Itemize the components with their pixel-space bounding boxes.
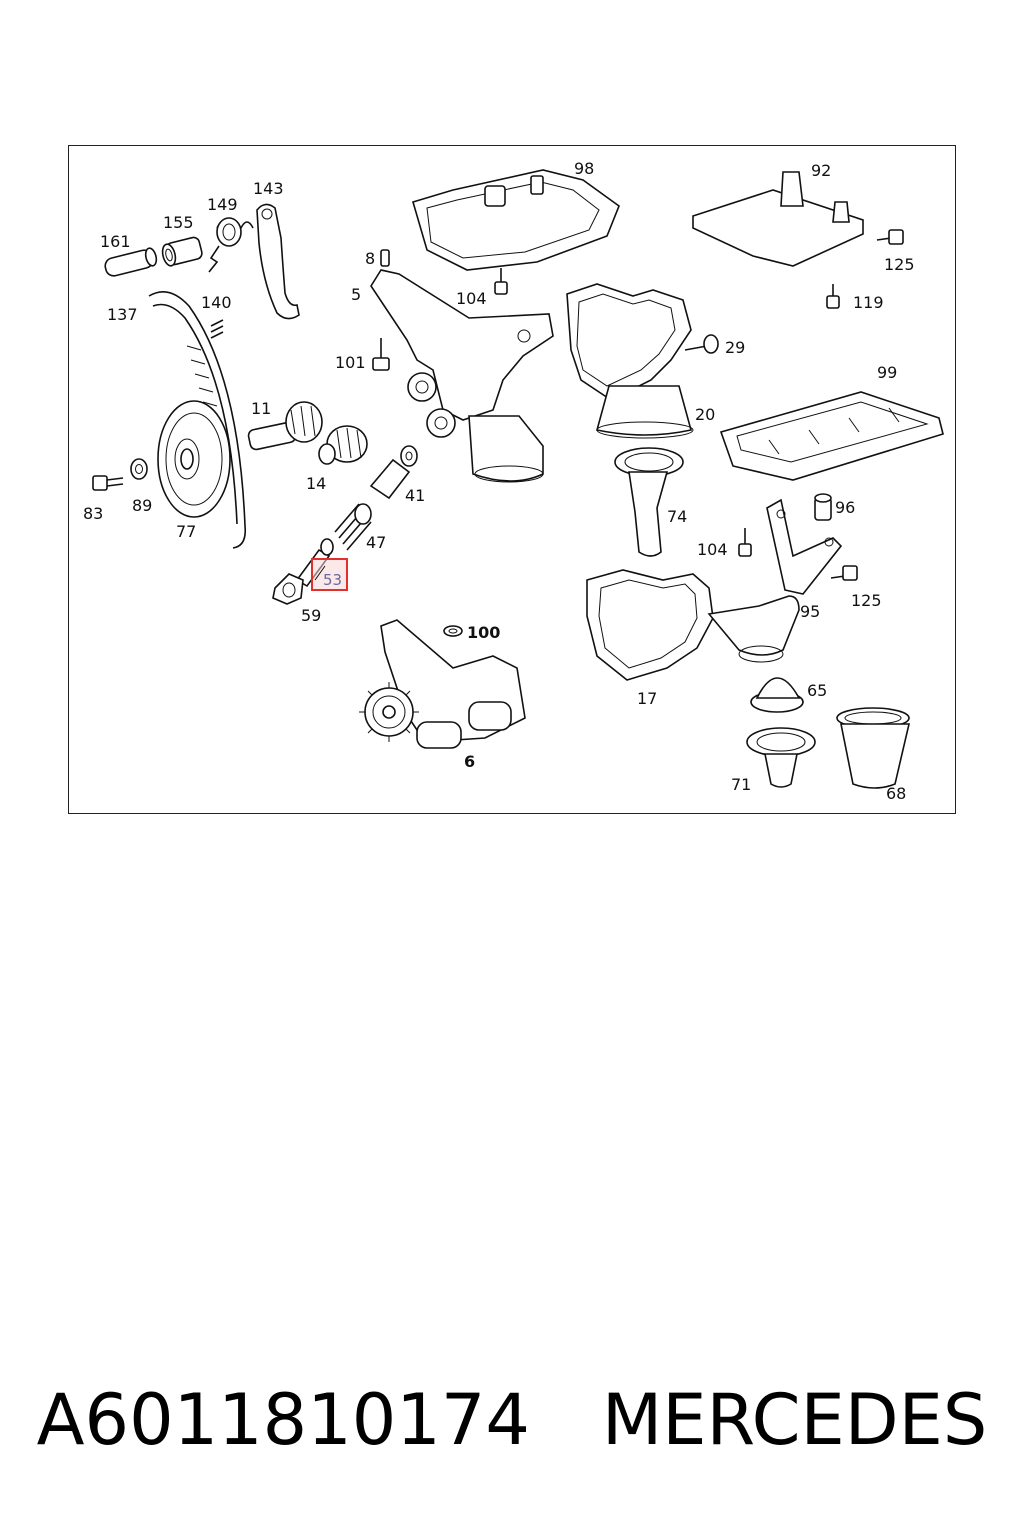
label-65: 65	[807, 681, 827, 700]
label-14: 14	[306, 474, 326, 493]
label-104-top: 104	[456, 289, 487, 308]
label-104-bottom: 104	[697, 540, 728, 559]
label-6: 6	[464, 752, 475, 771]
part-125a-drawing	[876, 229, 904, 245]
label-20: 20	[695, 405, 715, 424]
part-5-drawing	[370, 269, 554, 483]
part-89-drawing	[130, 458, 148, 480]
part-143-drawing	[256, 203, 300, 320]
part-104a-drawing	[494, 268, 508, 295]
part-29-drawing	[684, 334, 719, 354]
label-77: 77	[176, 522, 196, 541]
part-96-drawing	[814, 493, 832, 521]
label-11: 11	[251, 399, 271, 418]
part-99-drawing	[719, 391, 944, 481]
label-29: 29	[725, 338, 745, 357]
part-149-drawing	[208, 217, 254, 273]
part-17-drawing	[586, 569, 800, 681]
part-68-drawing	[836, 707, 911, 789]
product-caption: A6011810174 MERCEDES	[0, 1365, 1024, 1475]
label-8: 8	[365, 249, 375, 268]
part-47-drawing	[334, 503, 372, 551]
highlighted-part-label: 53	[323, 571, 342, 589]
part-92-drawing	[692, 171, 864, 267]
label-92: 92	[811, 161, 831, 180]
label-101: 101	[335, 353, 366, 372]
part-41-drawing	[369, 445, 418, 500]
part-65-drawing	[750, 677, 804, 713]
label-68: 68	[886, 784, 906, 803]
label-47: 47	[366, 533, 386, 552]
label-5: 5	[351, 285, 361, 304]
label-161: 161	[100, 232, 131, 251]
part-59-drawing	[272, 573, 304, 605]
label-119: 119	[853, 293, 884, 312]
part-100-drawing	[443, 625, 463, 637]
part-95-drawing	[766, 498, 843, 595]
label-83: 83	[83, 504, 103, 523]
label-125-bottom: 125	[851, 591, 882, 610]
part-155-drawing	[161, 236, 203, 267]
part-14-drawing	[318, 425, 368, 465]
part-11-drawing	[247, 401, 323, 451]
label-125-top: 125	[884, 255, 915, 274]
part-125b-drawing	[830, 565, 858, 581]
label-41: 41	[405, 486, 425, 505]
part-98-drawing	[412, 169, 620, 271]
label-98: 98	[574, 159, 594, 178]
part-8-drawing	[380, 249, 390, 267]
part-20-drawing	[566, 283, 694, 439]
part-77-pulley-drawing	[157, 400, 231, 518]
part-119-drawing	[826, 284, 840, 309]
label-155: 155	[163, 213, 194, 232]
part-104b-drawing	[738, 528, 752, 557]
parts-diagram-frame: 53 161 155 149 143 137 140 8 5 98 92 125…	[68, 145, 956, 814]
label-137: 137	[107, 305, 138, 324]
part-137-belt-drawing	[148, 290, 247, 549]
brand-text: MERCEDES	[601, 1379, 988, 1461]
label-96: 96	[835, 498, 855, 517]
label-17: 17	[637, 689, 657, 708]
label-89: 89	[132, 496, 152, 515]
part-161-drawing	[104, 247, 158, 277]
label-95: 95	[800, 602, 820, 621]
label-59: 59	[301, 606, 321, 625]
highlighted-part-box[interactable]	[311, 558, 348, 591]
part-101-drawing	[372, 338, 390, 371]
part-6-drawing	[359, 619, 526, 749]
label-71: 71	[731, 775, 751, 794]
part-number-text: A6011810174	[36, 1379, 530, 1461]
part-83-drawing	[92, 475, 124, 491]
exploded-parts-diagram: 53 161 155 149 143 137 140 8 5 98 92 125…	[83, 159, 944, 803]
part-74-drawing	[614, 447, 684, 557]
label-140: 140	[201, 293, 232, 312]
label-74: 74	[667, 507, 687, 526]
part-140-drawing	[210, 319, 224, 339]
label-143: 143	[253, 179, 284, 198]
part-71-drawing	[746, 727, 816, 788]
label-100: 100	[467, 623, 500, 642]
label-99: 99	[877, 363, 897, 382]
label-149: 149	[207, 195, 238, 214]
